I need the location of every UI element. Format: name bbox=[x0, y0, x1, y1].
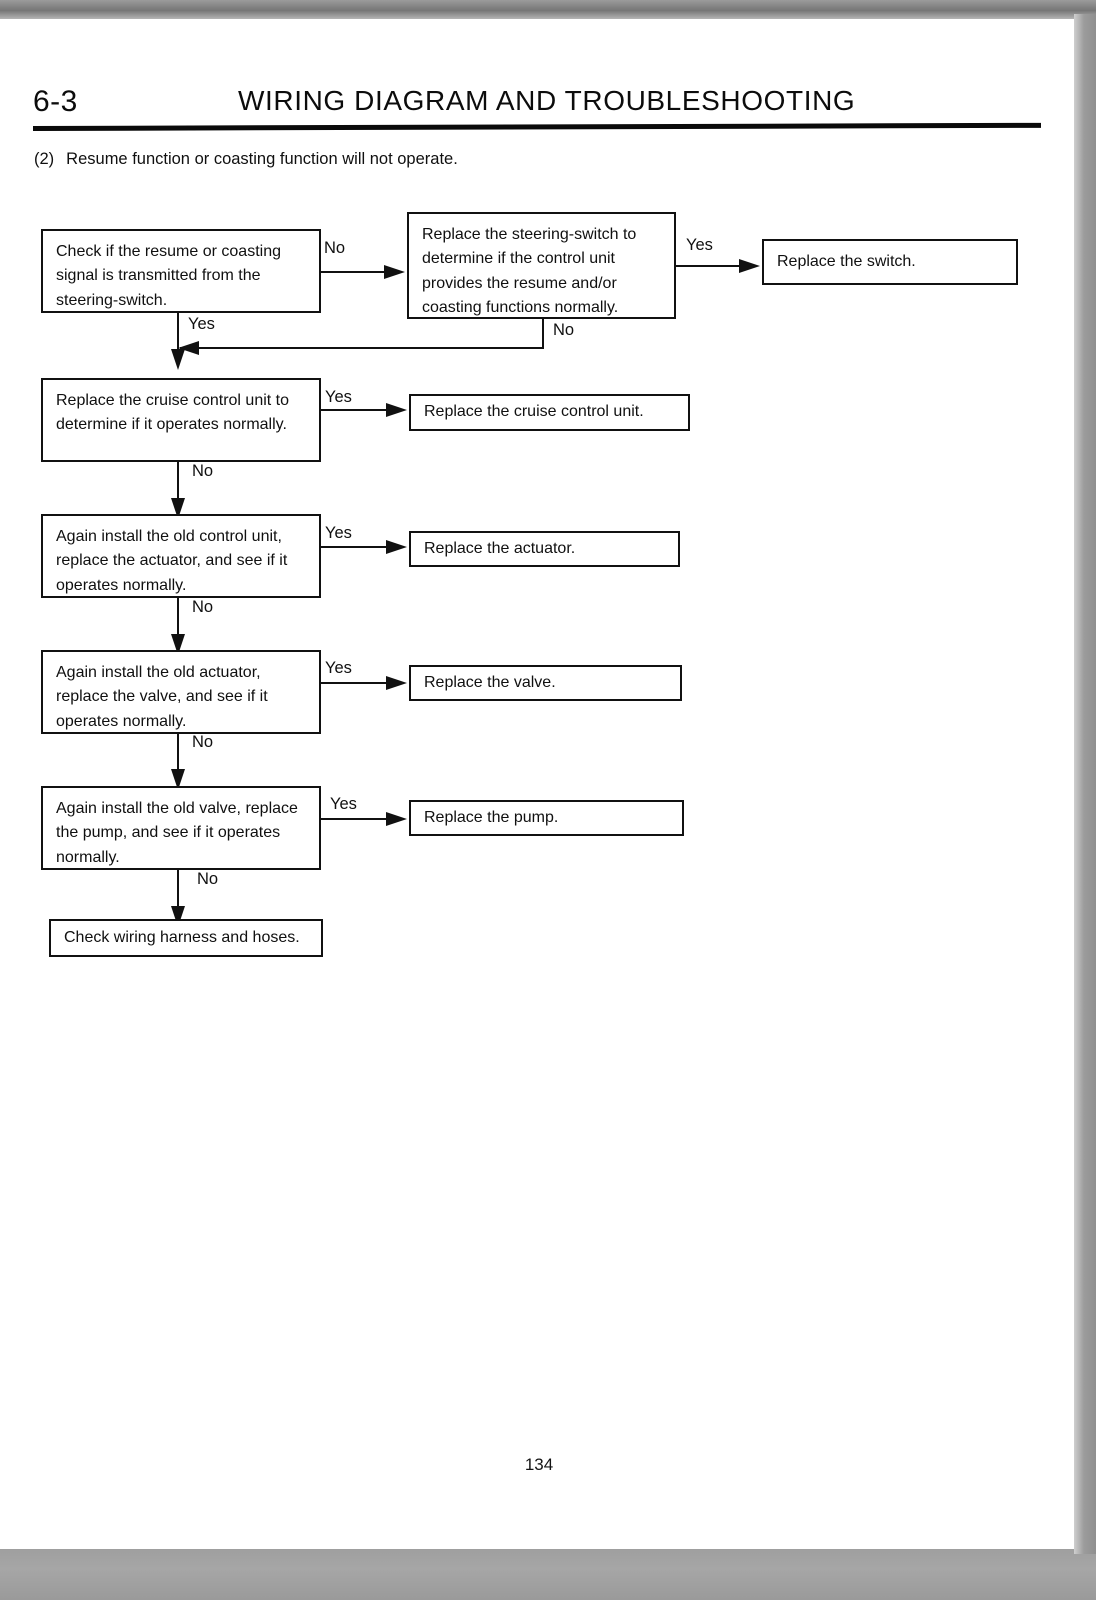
arrowhead-right-6 bbox=[386, 812, 407, 826]
arrowhead-down-4 bbox=[171, 769, 185, 790]
connector-5-horizontal bbox=[321, 682, 390, 684]
edge-label-yes-spine-1: Yes bbox=[188, 315, 215, 333]
scan-edge-right bbox=[1074, 14, 1096, 1554]
scan-edge-bottom bbox=[0, 1549, 1096, 1600]
flow-node-replace-cruise-unit[interactable]: Replace the cruise control unit. bbox=[409, 394, 690, 431]
arrowhead-down-2 bbox=[171, 498, 185, 519]
connector-spine-5 bbox=[177, 870, 179, 918]
flow-node-replace-pump[interactable]: Replace the pump. bbox=[409, 800, 684, 836]
flow-node-check-steering-switch[interactable]: Check if the resume or coasting signal i… bbox=[41, 229, 321, 313]
section-folio: 6-3 bbox=[33, 85, 78, 118]
section-heading: (2) Resume function or coasting function … bbox=[34, 150, 458, 169]
flow-node-replace-actuator[interactable]: Replace the actuator. bbox=[409, 531, 680, 567]
flow-node-replace-valve[interactable]: Replace the valve. bbox=[409, 665, 682, 701]
edge-label-no-5: No bbox=[197, 870, 219, 888]
flow-node-reinstall-actuator-test[interactable]: Again install the old actuator, replace … bbox=[41, 650, 321, 734]
page-number: 134 bbox=[524, 1455, 554, 1474]
arrowhead-right-3 bbox=[386, 403, 407, 417]
connector-6-horizontal bbox=[321, 818, 390, 820]
connector-spine-3 bbox=[177, 598, 179, 646]
arrowhead-down-3 bbox=[171, 634, 185, 655]
connector-4-horizontal bbox=[321, 546, 390, 548]
edge-label-yes-2: Yes bbox=[325, 388, 352, 406]
flow-node-replace-cruise-unit-test[interactable]: Replace the cruise control unit to deter… bbox=[41, 378, 321, 462]
connector-3-horizontal bbox=[321, 409, 390, 411]
connector-spine-2 bbox=[177, 462, 179, 510]
flow-node-check-harness[interactable]: Check wiring harness and hoses. bbox=[49, 919, 323, 957]
flow-node-replace-steering-switch-test[interactable]: Replace the steering-switch to determine… bbox=[407, 212, 676, 319]
edge-label-yes-5: Yes bbox=[330, 795, 357, 813]
connector-1-horizontal bbox=[321, 271, 388, 273]
arrowhead-right-4 bbox=[386, 540, 407, 554]
section-text: Resume function or coasting function wil… bbox=[66, 150, 458, 168]
connector-2-horizontal bbox=[676, 265, 743, 267]
edge-label-yes-3: Yes bbox=[325, 524, 352, 542]
edge-label-no-feedback: No bbox=[553, 321, 575, 339]
flow-node-replace-switch[interactable]: Replace the switch. bbox=[762, 239, 1018, 285]
connector-spine-1 bbox=[177, 313, 179, 361]
connector-feedback-horizontal bbox=[180, 347, 544, 349]
arrowhead-right-2 bbox=[739, 259, 760, 273]
arrowhead-right-5 bbox=[386, 676, 407, 690]
connector-spine-4 bbox=[177, 733, 179, 781]
edge-label-no-1: No bbox=[324, 239, 346, 257]
edge-label-yes-1: Yes bbox=[686, 236, 713, 254]
flow-node-reinstall-control-unit-test[interactable]: Again install the old control unit, repl… bbox=[41, 514, 321, 598]
edge-label-no-3: No bbox=[192, 598, 214, 616]
edge-label-no-4: No bbox=[192, 733, 214, 751]
scan-edge-top bbox=[0, 0, 1096, 19]
edge-label-no-2: No bbox=[192, 462, 214, 480]
flow-node-reinstall-valve-test[interactable]: Again install the old valve, replace the… bbox=[41, 786, 321, 870]
arrowhead-right-1 bbox=[384, 265, 405, 279]
edge-label-yes-4: Yes bbox=[325, 659, 352, 677]
page-title: WIRING DIAGRAM AND TROUBLESHOOTING bbox=[238, 85, 856, 116]
connector-feedback-vertical bbox=[542, 319, 544, 349]
arrowhead-down-1 bbox=[171, 349, 185, 370]
section-number: (2) bbox=[34, 150, 55, 168]
